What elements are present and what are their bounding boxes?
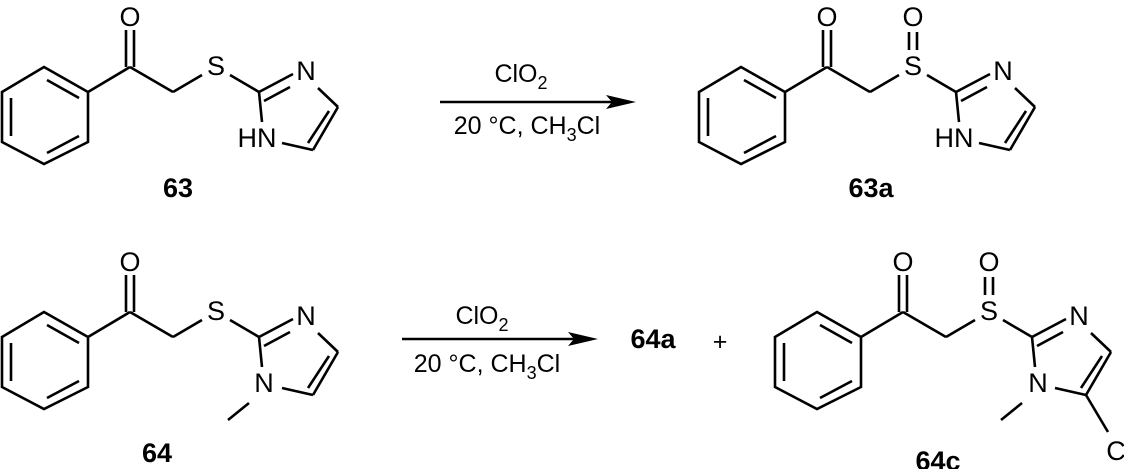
molecule-64c: O S O N N Cl 64c [773, 247, 1124, 469]
reagent-above: ClO2 [494, 60, 547, 93]
reaction-arrow-1: ClO2 20 °C, CH3Cl [440, 60, 636, 145]
conditions-below: 20 °C, CH3Cl [454, 112, 600, 145]
single-bond [869, 73, 900, 94]
sulfur-atom: S [904, 51, 922, 81]
sulfur-atom: S [980, 296, 998, 326]
single-bond [826, 65, 871, 94]
ring-double-bond [1008, 106, 1037, 151]
ring-double-bond [311, 106, 340, 151]
compound-label-64: 64 [142, 438, 172, 468]
single-bond [87, 65, 131, 94]
single-bond [1014, 87, 1036, 108]
aromatic-double-bond [743, 134, 777, 155]
single-bond [229, 73, 260, 94]
imine-double-bond [258, 72, 294, 94]
ring-nh: HN [238, 123, 277, 153]
carbonyl-oxygen: O [119, 2, 140, 32]
single-bond [945, 318, 976, 339]
imine-double-bond [960, 85, 988, 103]
single-bond [1090, 332, 1112, 353]
sulfur-atom-64: S [207, 296, 225, 326]
compound-label-64a: 64a [630, 324, 676, 354]
single-bond [129, 65, 174, 94]
imine-nitrogen: N [1069, 301, 1089, 331]
conditions-below: 20 °C, CH3Cl [414, 350, 560, 383]
benzene-ring [773, 310, 863, 411]
compound-label-63a: 63a [848, 173, 894, 203]
imine-double-bond [263, 330, 291, 348]
imine-nitrogen-64: N [296, 301, 316, 331]
ring-double-bond [1084, 351, 1113, 396]
benzene-ring [0, 65, 90, 166]
single-bond [172, 318, 203, 339]
arrow-head-icon [568, 332, 598, 346]
ring-nh: HN [935, 123, 974, 153]
methyl-bond [1000, 401, 1023, 422]
molecule-64 [0, 275, 340, 422]
single-bond [317, 332, 339, 353]
compound-label-64c: 64c [915, 446, 960, 469]
single-bond [978, 141, 1011, 152]
ring-nitrogen: N [1028, 368, 1048, 398]
single-bond [257, 336, 264, 368]
single-bond [317, 87, 339, 108]
single-bond [1002, 318, 1033, 339]
single-bond [926, 73, 957, 94]
single-bond [281, 386, 314, 397]
carbonyl-oxygen-64: O [119, 247, 140, 277]
reagent-above: ClO2 [455, 302, 508, 335]
aromatic-double-bond [46, 323, 80, 345]
imine-double-bond [1036, 330, 1064, 348]
imine-double-bond [258, 317, 294, 339]
arrow-head-icon [606, 95, 636, 109]
plus-sign: + [713, 328, 728, 356]
sulfoxide-oxygen: O [902, 2, 923, 32]
single-bond [229, 318, 260, 339]
single-bond [1030, 336, 1037, 368]
imine-nitrogen: N [993, 56, 1013, 86]
ring-double-bond [306, 110, 331, 144]
single-bond [172, 73, 203, 94]
ring-double-bond [306, 355, 331, 389]
aromatic-double-bond [743, 78, 777, 100]
molecule-63a: O S O N HN 63a [697, 2, 1037, 203]
aromatic-double-bond [46, 78, 80, 100]
ring-double-bond [1079, 355, 1104, 389]
ring-double-bond [1003, 110, 1028, 144]
imine-nitrogen: N [296, 56, 316, 86]
sulfoxide-oxygen: O [978, 247, 999, 277]
compound-label-63: 63 [163, 173, 193, 203]
reaction-arrow-2: ClO2 20 °C, CH3Cl [402, 302, 598, 383]
imine-double-bond [1031, 317, 1067, 339]
aromatic-double-bond [46, 379, 80, 400]
single-bond [954, 91, 961, 123]
single-bond [860, 310, 904, 339]
carbonyl-oxygen: O [892, 247, 913, 277]
single-bond [1054, 386, 1087, 397]
imine-double-bond [955, 72, 991, 94]
single-bond [87, 310, 131, 339]
imine-double-bond [263, 85, 291, 103]
ring-double-bond [311, 351, 340, 396]
chloro-bond [1084, 394, 1110, 433]
ring-nitrogen-64: N [254, 368, 274, 398]
chlorine-atom: Cl [1106, 436, 1124, 466]
molecule-63: O S N HN 63 [0, 2, 340, 203]
single-bond [784, 65, 828, 94]
carbonyl-oxygen: O [816, 2, 837, 32]
aromatic-double-bond [46, 134, 80, 155]
sulfur-atom: S [207, 51, 225, 81]
aromatic-double-bond [819, 323, 853, 345]
single-bond [902, 310, 947, 339]
single-bond [257, 91, 264, 123]
aromatic-double-bond [819, 379, 853, 400]
single-bond [129, 310, 174, 339]
single-bond [281, 141, 314, 152]
methyl-bond [227, 401, 250, 422]
benzene-ring [0, 310, 90, 411]
benzene-ring [697, 65, 787, 166]
